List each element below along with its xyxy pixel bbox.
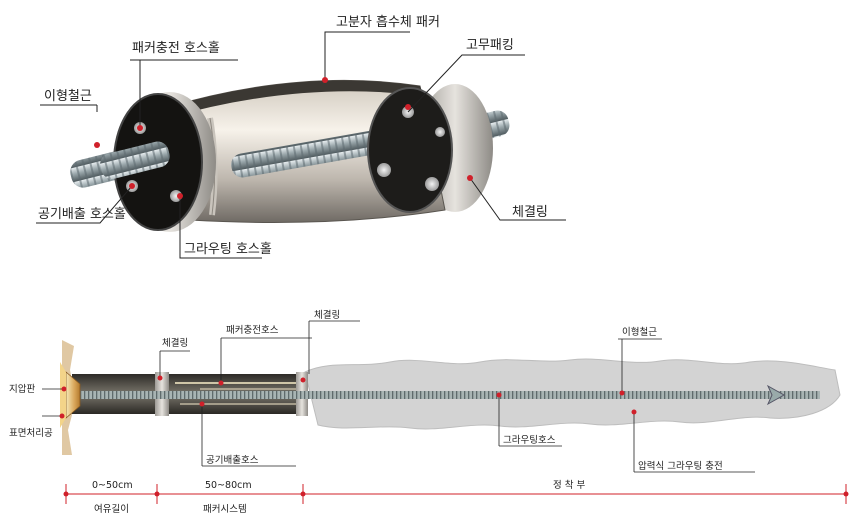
zone-free-length: 여유길이 — [94, 503, 129, 515]
dimension-line — [63, 484, 849, 504]
top-marker-dots — [94, 77, 473, 199]
label-deformed-bar-top: 이형철근 — [44, 89, 92, 104]
deformed-bar-bottom — [80, 391, 820, 399]
inner-deformed-bar — [231, 126, 410, 178]
label-grouting-hole: 그라우팅 호스홀 — [184, 242, 272, 257]
label-air-vent-hole: 공기배출 호스홀 — [38, 207, 126, 222]
label-air-vent-hose: 공기배출호스 — [206, 455, 259, 466]
label-coupling-ring-1: 체결링 — [162, 337, 188, 349]
label-pressure-grouting: 압력식 그라우팅 충전 — [638, 460, 723, 472]
bottom-marker-dots — [59, 375, 637, 419]
dimension-50-80cm: 50~80cm — [205, 480, 252, 491]
label-deformed-bar-bottom: 이형철근 — [622, 327, 657, 338]
label-rubber-packing: 고무패킹 — [466, 38, 514, 53]
bottom-leaders — [42, 320, 755, 473]
dimension-0-50cm: 0~50cm — [92, 480, 133, 491]
label-grouting-hose: 그라우팅호스 — [503, 435, 556, 446]
label-coupling-ring-top: 체결링 — [512, 205, 548, 220]
label-packer-fill-hose: 패커충전호스 — [226, 325, 279, 336]
top-leaders — [36, 31, 566, 259]
packer-3d-illustration — [70, 79, 510, 232]
anchor-section-diagram — [60, 340, 841, 455]
dimension-anchorage: 정 착 부 — [553, 480, 586, 491]
label-packer-fill-hole: 패커충전 호스홀 — [132, 41, 220, 56]
label-surface-treatment: 표면처리공 — [9, 427, 53, 439]
label-coupling-ring-2: 체결링 — [314, 309, 340, 321]
anchor-tip — [766, 384, 786, 406]
zone-packer-system: 패커시스템 — [203, 503, 247, 515]
label-bearing-plate: 지압판 — [9, 383, 35, 395]
label-polymer-packer: 고분자 흡수체 패커 — [336, 15, 440, 30]
